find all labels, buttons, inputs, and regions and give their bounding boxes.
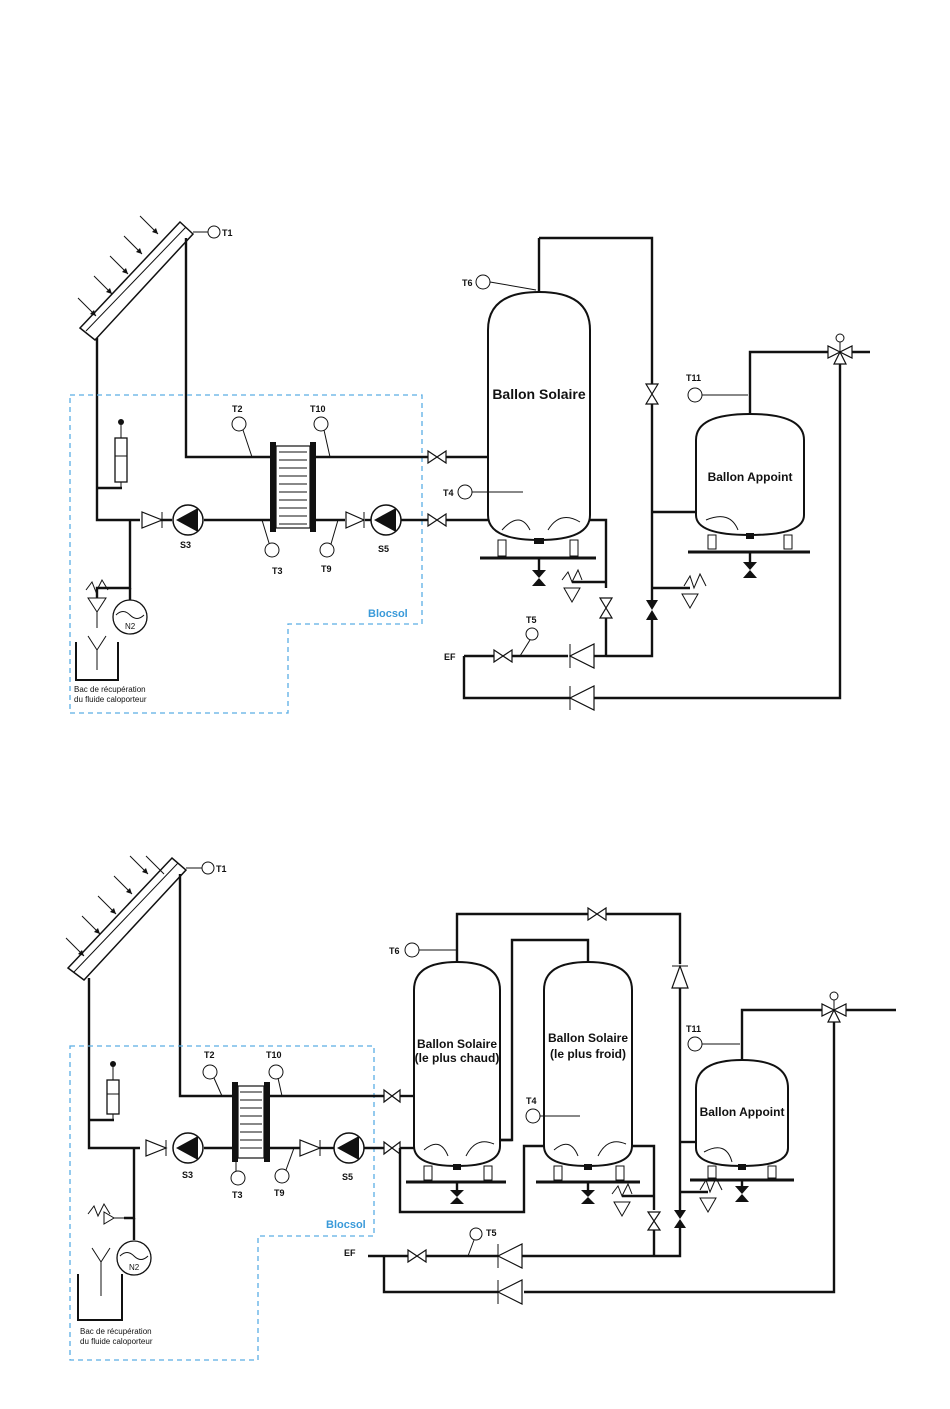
- sensor-label: T6: [462, 278, 473, 288]
- tank-label: Ballon Solaire: [548, 1031, 628, 1045]
- sensor-label: T9: [321, 564, 332, 574]
- ef-label: EF: [344, 1248, 356, 1258]
- pump-label: S3: [182, 1170, 193, 1180]
- tank-solaire-cold: Ballon Solaire (le plus froid): [536, 962, 640, 1182]
- tank-solaire-1: Ballon Solaire: [480, 292, 596, 558]
- zone-label: Blocsol: [326, 1219, 366, 1231]
- pump-label: S3: [180, 540, 191, 550]
- pump-label: S5: [342, 1172, 353, 1182]
- heat-exchanger-2: [232, 1082, 270, 1162]
- air-vent-1: [97, 419, 127, 488]
- tank-appoint-1: Ballon Appoint: [688, 414, 810, 552]
- ef-label: EF: [444, 652, 456, 662]
- sensor-label: T11: [686, 373, 701, 383]
- solar-collector-1: [78, 216, 193, 340]
- sensor-label: T3: [272, 566, 283, 576]
- air-vent-2: [89, 1061, 119, 1120]
- safety-valve-2: [88, 1204, 124, 1224]
- diagram-2: T1 Blocsol S3 N2 Bac de récupération du …: [66, 856, 896, 1360]
- sensor-label: T2: [204, 1050, 215, 1060]
- recovery-text: Bac de récupération: [74, 685, 146, 694]
- tank-appoint-2: Ballon Appoint: [690, 1060, 794, 1180]
- recovery-text: Bac de récupération: [80, 1327, 152, 1336]
- tank-solaire-hot: Ballon Solaire (le plus chaud): [406, 962, 506, 1182]
- sensor-label: T10: [310, 404, 326, 414]
- solar-collector-2: [66, 856, 186, 980]
- sensor-label: T2: [232, 404, 243, 414]
- sensor-label: T1: [216, 864, 227, 874]
- heat-exchanger-1: [270, 442, 316, 532]
- tank-label: (le plus froid): [550, 1047, 626, 1061]
- sensor-label: T5: [486, 1228, 497, 1238]
- sensor-label: T6: [389, 946, 400, 956]
- mixing-valve-1: [828, 334, 852, 364]
- sensor-label: T10: [266, 1050, 282, 1060]
- zone-label: Blocsol: [368, 608, 408, 620]
- diagram-1: T1 Blocsol S3 N2 Bac de récupération du …: [70, 216, 870, 713]
- sensor-label: T9: [274, 1188, 285, 1198]
- tank-label: Ballon Solaire: [492, 386, 586, 402]
- mixing-valve-2: [822, 992, 846, 1022]
- tank-label: Ballon Solaire: [417, 1037, 497, 1051]
- tank-label: Ballon Appoint: [708, 470, 793, 484]
- n2-label: N2: [125, 622, 136, 631]
- sensor-label: T1: [222, 228, 233, 238]
- sensor-label: T3: [232, 1190, 243, 1200]
- pump-label: S5: [378, 544, 389, 554]
- sensor-label: T4: [443, 488, 454, 498]
- recovery-text: du fluide caloporteur: [74, 695, 147, 704]
- sensor-label: T5: [526, 615, 537, 625]
- sensor-label: T11: [686, 1024, 701, 1034]
- n2-label: N2: [129, 1263, 140, 1272]
- tank-label: Ballon Appoint: [700, 1105, 785, 1119]
- recovery-text: du fluide caloporteur: [80, 1337, 153, 1346]
- sensor-label: T4: [526, 1096, 537, 1106]
- tank-label: (le plus chaud): [415, 1051, 500, 1065]
